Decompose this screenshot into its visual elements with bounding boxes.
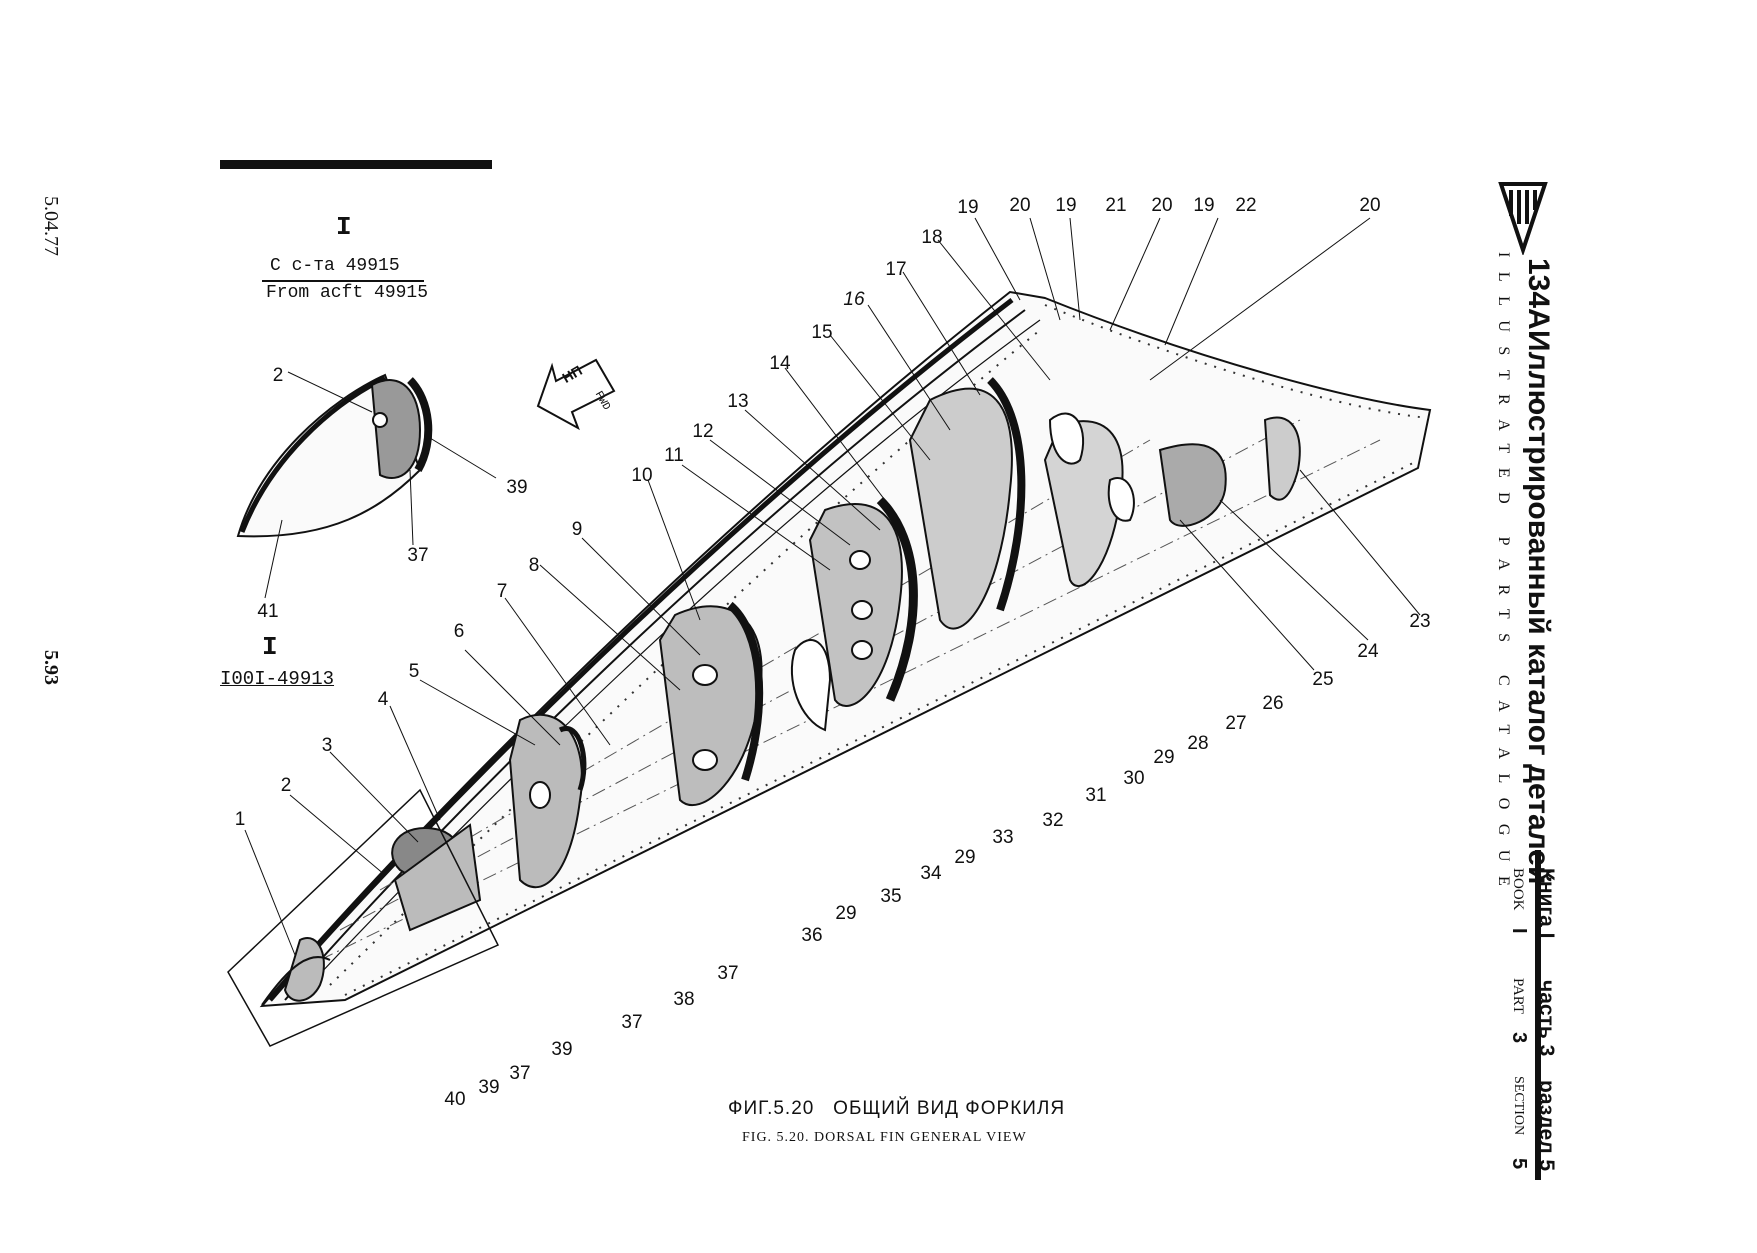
effectivity-from-en: From acft 49915 [266, 283, 429, 303]
callout: 39 [478, 1077, 500, 1098]
effectivity-divider [262, 280, 424, 282]
callout: 12 [692, 421, 714, 442]
callout: 25 [1312, 669, 1334, 690]
callout: 5 [408, 661, 420, 682]
callout: 27 [1225, 713, 1247, 734]
callout: 38 [673, 989, 695, 1010]
effectivity-from-ru: С с-та 49915 [270, 256, 400, 276]
callout: 21 [1105, 195, 1127, 216]
callout: 8 [528, 555, 540, 576]
top-thick-rule [220, 160, 492, 169]
callout: 1 [234, 809, 246, 830]
callout: 28 [1187, 733, 1209, 754]
callout: 2 [272, 365, 284, 386]
callout: 19 [957, 197, 979, 218]
callout: 19 [1055, 195, 1077, 216]
callout: 29 [1153, 747, 1175, 768]
callout: 20 [1009, 195, 1031, 216]
callout: 2 [280, 775, 292, 796]
callout: 30 [1123, 768, 1145, 789]
callout: 6 [453, 621, 465, 642]
inset-leader-lines [264, 371, 497, 599]
callout: 33 [992, 827, 1014, 848]
callout: 39 [551, 1039, 573, 1060]
inset-nose-cone [236, 373, 433, 538]
callout: 14 [769, 353, 791, 374]
callout: 41 [257, 601, 279, 622]
callout: 20 [1151, 195, 1173, 216]
manufacturer-logo-icon [1498, 182, 1548, 255]
leading-edge-strips [268, 298, 1041, 1002]
stringer-lines [319, 419, 1381, 961]
effectivity-range: I00I-49913 [220, 668, 335, 690]
callout: 18 [921, 227, 943, 248]
view-marker-1: I [336, 212, 352, 242]
callout: 37 [509, 1063, 531, 1084]
fwd-arrow-icon [536, 358, 616, 431]
callout: 35 [880, 886, 902, 907]
callout: 39 [506, 477, 528, 498]
callout: 34 [920, 863, 942, 884]
callout: 11 [664, 445, 684, 466]
callout: 23 [1409, 611, 1431, 632]
callout: 31 [1085, 785, 1107, 806]
callout: 26 [1262, 693, 1284, 714]
callout: 10 [631, 465, 653, 486]
callout: 40 [444, 1089, 466, 1110]
callout: 16 [843, 289, 865, 310]
header-divider [1535, 850, 1541, 1180]
callout: 37 [621, 1012, 643, 1033]
leader-lines [244, 217, 1421, 956]
callout: 29 [835, 903, 857, 924]
callout: 37 [407, 545, 429, 566]
callout: 22 [1235, 195, 1257, 216]
callout: 3 [321, 735, 333, 756]
figure-caption-en: FIG. 5.20. DORSAL FIN GENERAL VIEW [742, 1130, 1027, 1145]
callout: 4 [377, 689, 389, 710]
callout: 37 [717, 963, 739, 984]
callout: 24 [1357, 641, 1379, 662]
callout: 19 [1193, 195, 1215, 216]
callout: 17 [885, 259, 907, 280]
lightening-holes [529, 412, 1135, 809]
callout: 13 [727, 391, 749, 412]
callout: 7 [496, 581, 508, 602]
callout: 9 [571, 519, 583, 540]
view-marker-2: I [262, 632, 278, 662]
callout: 29 [954, 847, 976, 868]
callout: 36 [801, 925, 823, 946]
figure-caption-ru: ФИГ.5.20 ОБЩИЙ ВИД ФОРКИЛЯ [728, 1098, 1066, 1119]
callout: 20 [1359, 195, 1381, 216]
nose-cone [261, 937, 331, 1006]
callout: 15 [811, 322, 833, 343]
callout: 32 [1042, 810, 1064, 831]
